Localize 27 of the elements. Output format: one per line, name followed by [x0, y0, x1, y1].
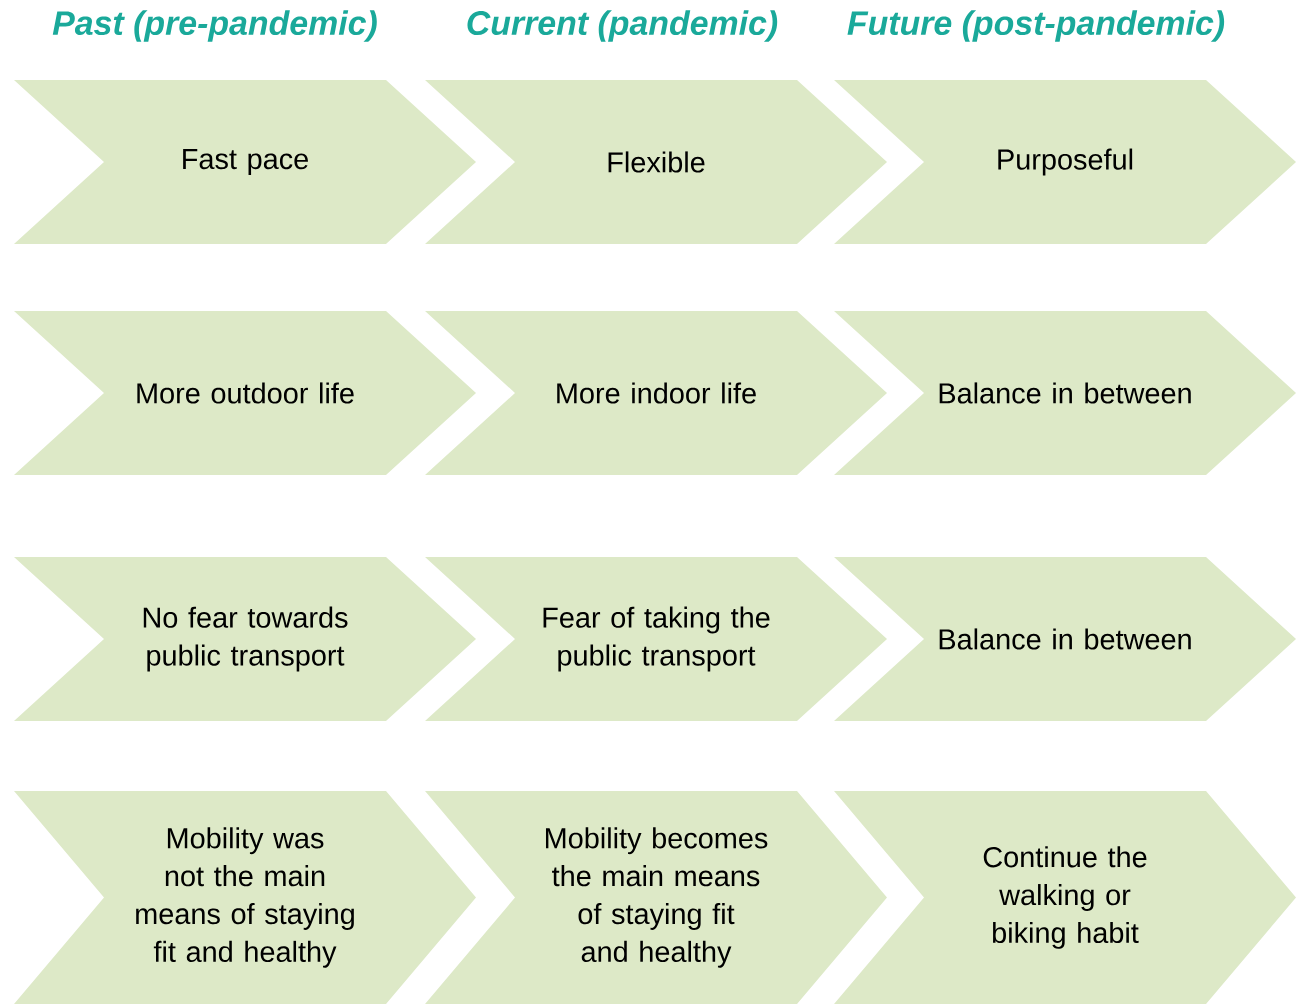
chevron-step: Balance in between	[834, 311, 1296, 475]
node-label: Mobility was not the main means of staying fit and healthy	[136, 827, 354, 968]
column-heading: Current (pandemic)	[467, 10, 778, 42]
chevron-step: More outdoor life	[14, 311, 476, 475]
node-label: Fast pace	[183, 149, 308, 175]
node-label: Balance in between	[939, 628, 1191, 650]
chevron-step: Fear of taking the public transport	[425, 557, 887, 721]
node-label: Purposeful	[998, 148, 1133, 176]
node-label: Mobility becomes the main means of staying fit and healthy	[545, 827, 768, 968]
node-label: Balance in between	[939, 382, 1191, 404]
column-heading: Past (pre-pandemic)	[52, 10, 377, 42]
chevron-step: Flexible	[425, 80, 887, 244]
node-label: Continue the walking or biking habit	[983, 846, 1147, 949]
chevron-step: Balance in between	[834, 557, 1296, 721]
column-heading: Future (post-pandemic)	[847, 10, 1225, 42]
node-label: More outdoor life	[137, 382, 354, 404]
chevron-step: More indoor life	[425, 311, 887, 475]
chevron-step: Continue the walking or biking habit	[834, 791, 1296, 1004]
node-label: Fear of taking the public transport	[543, 606, 770, 672]
node-label: More indoor life	[557, 382, 756, 404]
chevron-step: Fast pace	[14, 80, 476, 244]
chevron-step: No fear towards public transport	[14, 557, 476, 721]
chevron-step: Purposeful	[834, 80, 1296, 244]
chevron-step: Mobility was not the main means of staying fit and healthy	[14, 791, 476, 1004]
chevron-step: Mobility becomes the main means of staying fit and healthy	[425, 791, 887, 1004]
node-label: No fear towards public transport	[143, 606, 348, 672]
node-label: Flexible	[608, 151, 705, 173]
